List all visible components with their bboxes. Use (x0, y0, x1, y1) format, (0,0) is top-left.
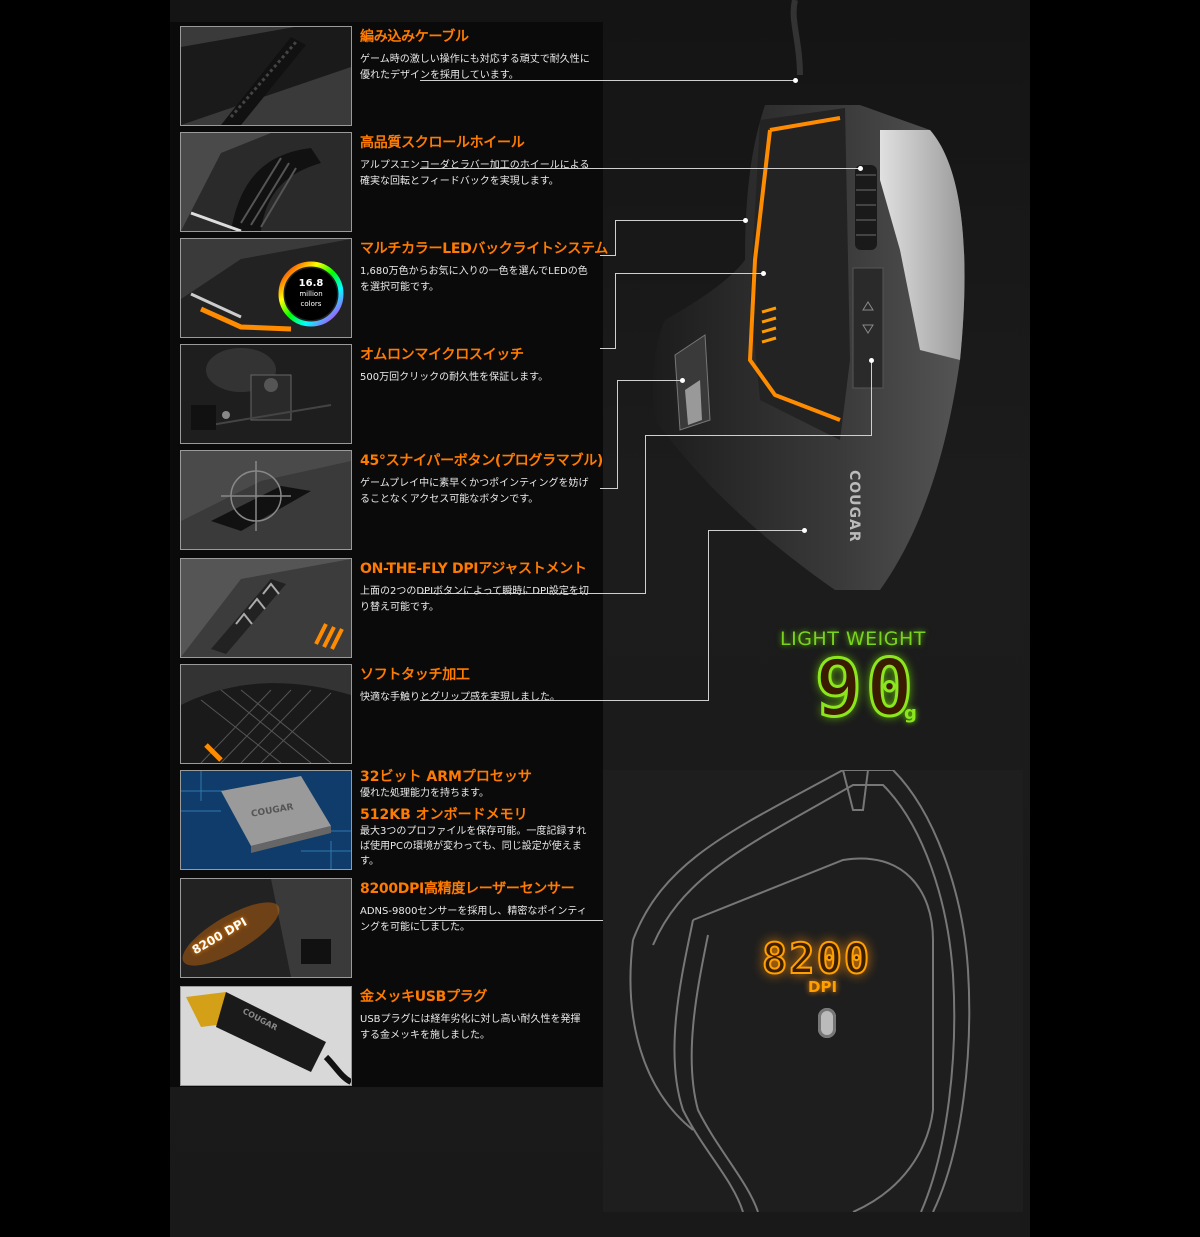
feature-sniper-button: 45°スナイパーボタン(プログラマブル) ゲームプレイ中に素早くかつポインティン… (180, 450, 610, 550)
feature-description: ADNS-9800センサーを採用し、精密なポインティングを可能にしました。 (360, 906, 587, 933)
callout-line (708, 530, 804, 531)
callout-dot (869, 358, 874, 363)
arm-processor-image: COUGAR (180, 770, 352, 870)
callout-line (615, 220, 745, 221)
feature-usb-plug: COUGAR 金メッキUSBプラグ USBプラグには経年劣化に対し高い耐久性を発… (180, 986, 610, 1086)
mouse-brand: COUGAR (846, 470, 862, 543)
callout-line (420, 80, 795, 81)
feature-title: 高品質スクロールホイール (360, 135, 525, 151)
callout-line (645, 435, 871, 436)
feature-description: アルプスエンコーダとラバー加工のホイールによる確実な回転とフィードバックを実現し… (360, 160, 590, 187)
callout-line (871, 360, 872, 436)
feature-title: 8200DPI高精度レーザーセンサー (360, 881, 575, 897)
feature-dpi-adjustment: ON-THE-FLY DPIアジャストメント 上面の2つのDPIボタンによって瞬… (180, 558, 610, 658)
feature-scroll-wheel: 高品質スクロールホイール アルプスエンコーダとラバー加工のホイールによる確実な回… (180, 132, 610, 232)
callout-line (600, 348, 615, 349)
badge-line2: colors (300, 300, 322, 308)
feature-title: 32ビット ARMプロセッサ (360, 769, 532, 785)
callout-line (615, 220, 616, 256)
sensor-icon (818, 1008, 836, 1038)
feature-title: 編み込みケーブル (360, 29, 469, 45)
feature-laser-sensor: 8200 DPI 8200DPI高精度レーザーセンサー ADNS-9800センサ… (180, 878, 610, 978)
feature-led-backlight: 16.8 million colors マルチカラーLEDバックライトシステム … (180, 238, 610, 338)
dpi-unit: DPI (808, 978, 838, 996)
callout-line (420, 700, 708, 701)
callout-dot (761, 271, 766, 276)
feature-description: ゲーム時の激しい操作にも対応する頑丈で耐久性に優れたデザインを採用しています。 (360, 54, 590, 81)
color-badge: 16.8 million colors (293, 279, 329, 309)
feature-title: 45°スナイパーボタン(プログラマブル) (360, 453, 603, 469)
usb-plug-image: COUGAR (180, 986, 352, 1086)
feature-title-2: 512KB オンボードメモリ (360, 807, 528, 823)
callout-dot (680, 378, 685, 383)
feature-braided-cable: 編み込みケーブル ゲーム時の激しい操作にも対応する頑丈で耐久性に優れたデザインを… (180, 26, 610, 126)
feature-arm-processor: COUGAR 32ビット ARMプロセッサ 優れた処理能力を持ちます。 512K… (180, 769, 610, 874)
feature-title: マルチカラーLEDバックライトシステム (360, 241, 608, 257)
weight-value: 90 (814, 644, 917, 734)
feature-description: 快適な手触りとグリップ感を実現しました。 (360, 692, 560, 703)
callout-dot (743, 218, 748, 223)
feature-description-2: 最大3つのプロファイルを保存可能。一度記録すれば使用PCの環境が変わっても、同じ… (360, 826, 587, 867)
callout-line (645, 435, 646, 594)
badge-number: 16.8 (298, 278, 324, 289)
mouse-underside-panel (603, 769, 1023, 1213)
feature-description: USBプラグには経年劣化に対し高い耐久性を発揮する金メッキを施しました。 (360, 1014, 581, 1041)
dpi-value: 8200 (761, 934, 872, 983)
sniper-button-image (180, 450, 352, 550)
callout-line (708, 530, 709, 701)
callout-dot (858, 166, 863, 171)
weight-unit: g (904, 703, 917, 724)
callout-line (600, 488, 617, 489)
callout-dot (793, 78, 798, 83)
braided-cable-image (180, 26, 352, 126)
feature-title: 金メッキUSBプラグ (360, 989, 488, 1005)
feature-description: ゲームプレイ中に素早くかつポインティングを妨げることなくアクセス可能なボタンです… (360, 478, 589, 505)
feature-micro-switch: オムロンマイクロスイッチ 500万回クリックの耐久性を保証します。 (180, 344, 610, 444)
callout-line (615, 273, 616, 349)
feature-title: ON-THE-FLY DPIアジャストメント (360, 561, 587, 577)
feature-description: 優れた処理能力を持ちます。 (360, 788, 489, 799)
feature-description: 500万回クリックの耐久性を保証します。 (360, 372, 549, 383)
feature-soft-touch: ソフトタッチ加工 快適な手触りとグリップ感を実現しました。 (180, 664, 610, 764)
callout-line (615, 273, 763, 274)
feature-description: 1,680万色からお気に入りの一色を選んでLEDの色を選択可能です。 (360, 266, 588, 293)
mouse-illustration: COUGAR (600, 0, 1030, 620)
led-backlight-image: 16.8 million colors (180, 238, 352, 338)
scroll-wheel-image (180, 132, 352, 232)
light-weight-label: LIGHT WEIGHT (780, 628, 926, 650)
callout-line (420, 593, 645, 594)
callout-line (600, 255, 615, 256)
feature-title: オムロンマイクロスイッチ (360, 347, 524, 363)
soft-touch-image (180, 664, 352, 764)
micro-switch-image (180, 344, 352, 444)
callout-line (617, 380, 618, 489)
callout-line (617, 380, 682, 381)
feature-description: 上面の2つのDPIボタンによって瞬時にDPI設定を切り替え可能です。 (360, 586, 589, 613)
callout-dot (802, 528, 807, 533)
dpi-buttons-image (180, 558, 352, 658)
badge-line1: million (299, 290, 323, 298)
callout-line (420, 168, 860, 169)
laser-sensor-image: 8200 DPI (180, 878, 352, 978)
callout-line (420, 920, 610, 921)
feature-title: ソフトタッチ加工 (360, 667, 470, 683)
